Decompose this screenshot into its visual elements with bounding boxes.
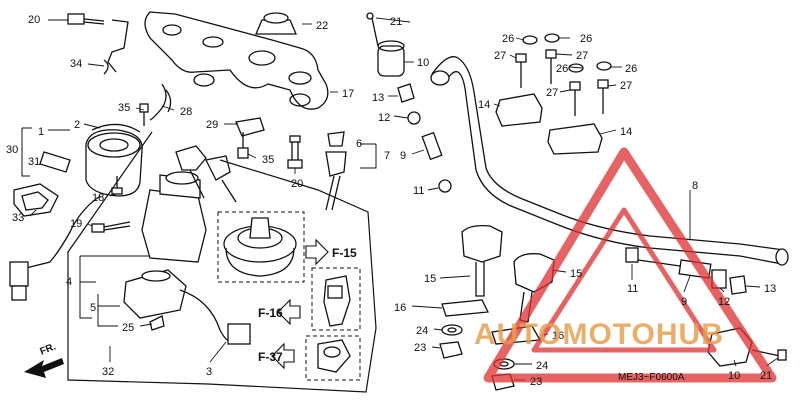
part-number-label: 30 [6, 144, 19, 156]
watermark-logo [483, 147, 777, 383]
part-number-label: 24 [416, 325, 429, 337]
part-number-label: 12 [718, 296, 731, 308]
part-number-label: 20 [28, 14, 41, 26]
part-number-label: 35 [118, 102, 131, 114]
part-number-label: 27 [620, 80, 633, 92]
part-number-label: 13 [764, 283, 777, 295]
figure-reference-f16: F-16 [258, 306, 283, 320]
part-number-label: 23 [530, 376, 543, 388]
part-number-label: 27 [576, 50, 589, 62]
part-number-label: 6 [356, 138, 363, 150]
part-number-label: 21 [760, 370, 773, 382]
part-number-label: 7 [384, 150, 391, 162]
figure-reference-f37: F-37 [258, 350, 283, 364]
watermark-text: AUTOMOTOHUB [474, 318, 724, 351]
part-number-label: 9 [681, 296, 688, 308]
part-number-label: 12 [378, 112, 391, 124]
part-number-label: 24 [536, 360, 549, 372]
part-number-label: 19 [70, 218, 83, 230]
part-number-label: 22 [316, 20, 329, 32]
part-number-label: 28 [180, 106, 193, 118]
part-number-label: 25 [122, 322, 135, 334]
part-number-label: 32 [102, 366, 115, 378]
part-number-label: 8 [692, 180, 699, 192]
part-number-label: 26 [556, 63, 569, 75]
part-number-label: 9 [400, 150, 407, 162]
part-number-label: 14 [620, 126, 633, 138]
part-number-label: 18 [92, 192, 105, 204]
part-number-label: 27 [494, 50, 507, 62]
part-number-label: 21 [390, 16, 403, 28]
diagram-code: MEJ3−F0600A [618, 372, 685, 383]
part-number-label: 33 [12, 212, 25, 224]
part-number-label: 11 [413, 185, 425, 197]
part-number-label: 10 [728, 370, 741, 382]
front-arrow [24, 358, 64, 378]
part-number-label: 3 [206, 366, 213, 378]
part-number-label: 35 [262, 154, 275, 166]
part-number-label: 16 [394, 302, 407, 314]
part-number-label: 23 [414, 342, 427, 354]
part-number-label: 5 [90, 302, 97, 314]
part-number-label: 29 [206, 119, 219, 131]
part-number-label: 11 [627, 283, 639, 295]
part-number-label: 15 [424, 273, 437, 285]
part-number-label: 14 [478, 99, 491, 111]
part-number-label: 2 [74, 119, 81, 131]
part-number-label: 26 [625, 63, 638, 75]
part-number-label: 4 [66, 276, 73, 288]
part-number-label: 34 [70, 58, 83, 70]
top-bridge [144, 11, 329, 110]
part-number-label: 26 [502, 33, 515, 45]
part-number-label: 17 [342, 88, 355, 100]
part-number-label: 16 [552, 330, 565, 342]
part-number-label: 26 [580, 33, 593, 45]
part-number-label: 27 [546, 87, 559, 99]
part-number-label: 10 [417, 57, 430, 69]
figure-reference-f15: F-15 [332, 246, 357, 260]
part-number-label: 20 [291, 178, 304, 190]
part-number-label: 15 [570, 268, 583, 280]
part-number-label: 1 [38, 126, 45, 138]
part-number-label: 31 [28, 156, 41, 168]
part-number-label: 13 [372, 92, 385, 104]
